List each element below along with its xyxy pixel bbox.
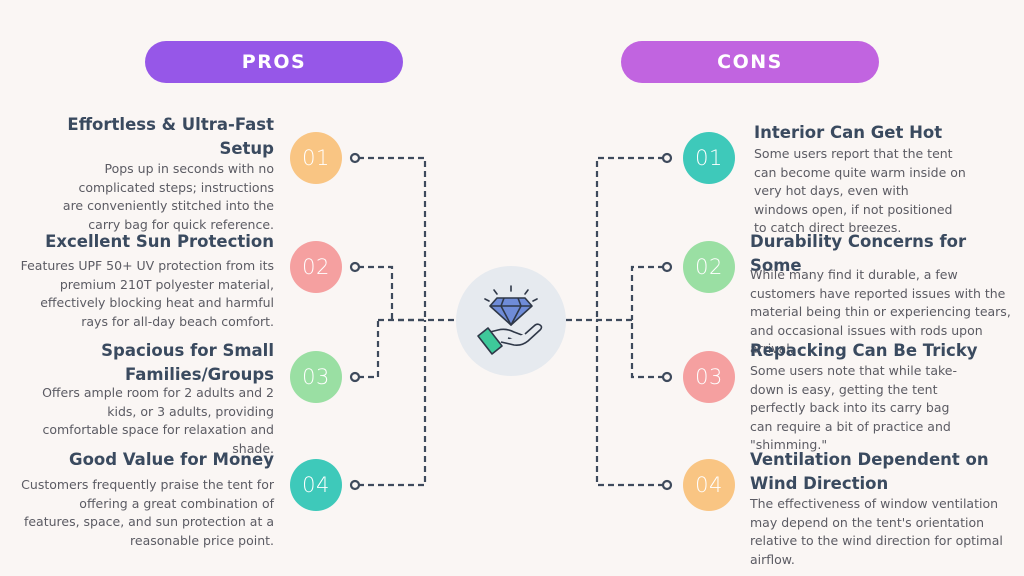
con-number-badge-01: 01 bbox=[683, 132, 735, 184]
connector-con-02 bbox=[630, 265, 664, 320]
pro-number-badge-01: 01 bbox=[290, 132, 342, 184]
central-hub bbox=[456, 266, 566, 376]
pro-number-badge-03: 03 bbox=[290, 351, 342, 403]
connector-dot-con-03 bbox=[661, 371, 673, 383]
pro-number-02: 02 bbox=[302, 255, 330, 279]
pro-number-badge-04: 04 bbox=[290, 459, 342, 511]
connector-dot-pro-03 bbox=[349, 371, 361, 383]
connector-pro-04 bbox=[358, 320, 427, 487]
connector-con-04 bbox=[595, 320, 664, 487]
connector-dot-pro-04 bbox=[349, 479, 361, 491]
pros-header-label: PROS bbox=[241, 51, 307, 73]
connector-dot-pro-02 bbox=[349, 261, 361, 273]
connector-dot-pro-01 bbox=[349, 152, 361, 164]
connector-pro-02 bbox=[358, 265, 394, 320]
con-title-02: Durability Concerns for Some bbox=[750, 232, 967, 275]
con-title-04: Ventilation Dependent on Wind Direction bbox=[750, 450, 989, 493]
pro-desc-01: Pops up in seconds with no complicated s… bbox=[62, 161, 274, 232]
connector-con-03 bbox=[630, 320, 664, 379]
connector-con-01 bbox=[595, 156, 664, 320]
connector-dot-con-02 bbox=[661, 261, 673, 273]
pro-title-03: Spacious for Small Families/Groups bbox=[101, 341, 274, 384]
pro-number-badge-02: 02 bbox=[290, 241, 342, 293]
pro-desc-03: Offers ample room for 2 adults and 2 kid… bbox=[42, 385, 274, 456]
con-number-01: 01 bbox=[695, 146, 723, 170]
diamond-hand-icon bbox=[477, 285, 543, 355]
connector-dot-con-01 bbox=[661, 152, 673, 164]
pro-title-04: Good Value for Money bbox=[69, 450, 274, 469]
con-desc-04: The effectiveness of window ventilation … bbox=[750, 496, 1003, 567]
pro-title-02: Excellent Sun Protection bbox=[45, 232, 274, 251]
pro-number-01: 01 bbox=[302, 146, 330, 170]
pros-header-pill: PROS bbox=[145, 41, 403, 83]
cons-header-label: CONS bbox=[717, 51, 783, 73]
con-title-01: Interior Can Get Hot bbox=[754, 123, 943, 142]
pro-desc-04: Customers frequently praise the tent for… bbox=[21, 477, 274, 548]
pro-title-01: Effortless & Ultra-Fast Setup bbox=[67, 115, 274, 158]
con-number-02: 02 bbox=[695, 255, 723, 279]
connector-dot-con-04 bbox=[661, 479, 673, 491]
con-number-03: 03 bbox=[695, 365, 723, 389]
con-number-badge-04: 04 bbox=[683, 459, 735, 511]
con-number-badge-02: 02 bbox=[683, 241, 735, 293]
con-number-04: 04 bbox=[695, 473, 723, 497]
con-desc-03: Some users note that while take-down is … bbox=[750, 363, 957, 452]
pro-number-04: 04 bbox=[302, 473, 330, 497]
cons-header-pill: CONS bbox=[621, 41, 879, 83]
con-title-03: Repacking Can Be Tricky bbox=[750, 341, 978, 360]
con-desc-02: While many find it durable, a few custom… bbox=[750, 267, 1011, 356]
con-desc-01: Some users report that the tent can beco… bbox=[754, 146, 966, 235]
connector-pro-03 bbox=[358, 320, 380, 379]
con-number-badge-03: 03 bbox=[683, 351, 735, 403]
pro-number-03: 03 bbox=[302, 365, 330, 389]
pro-desc-02: Features UPF 50+ UV protection from its … bbox=[20, 258, 274, 329]
